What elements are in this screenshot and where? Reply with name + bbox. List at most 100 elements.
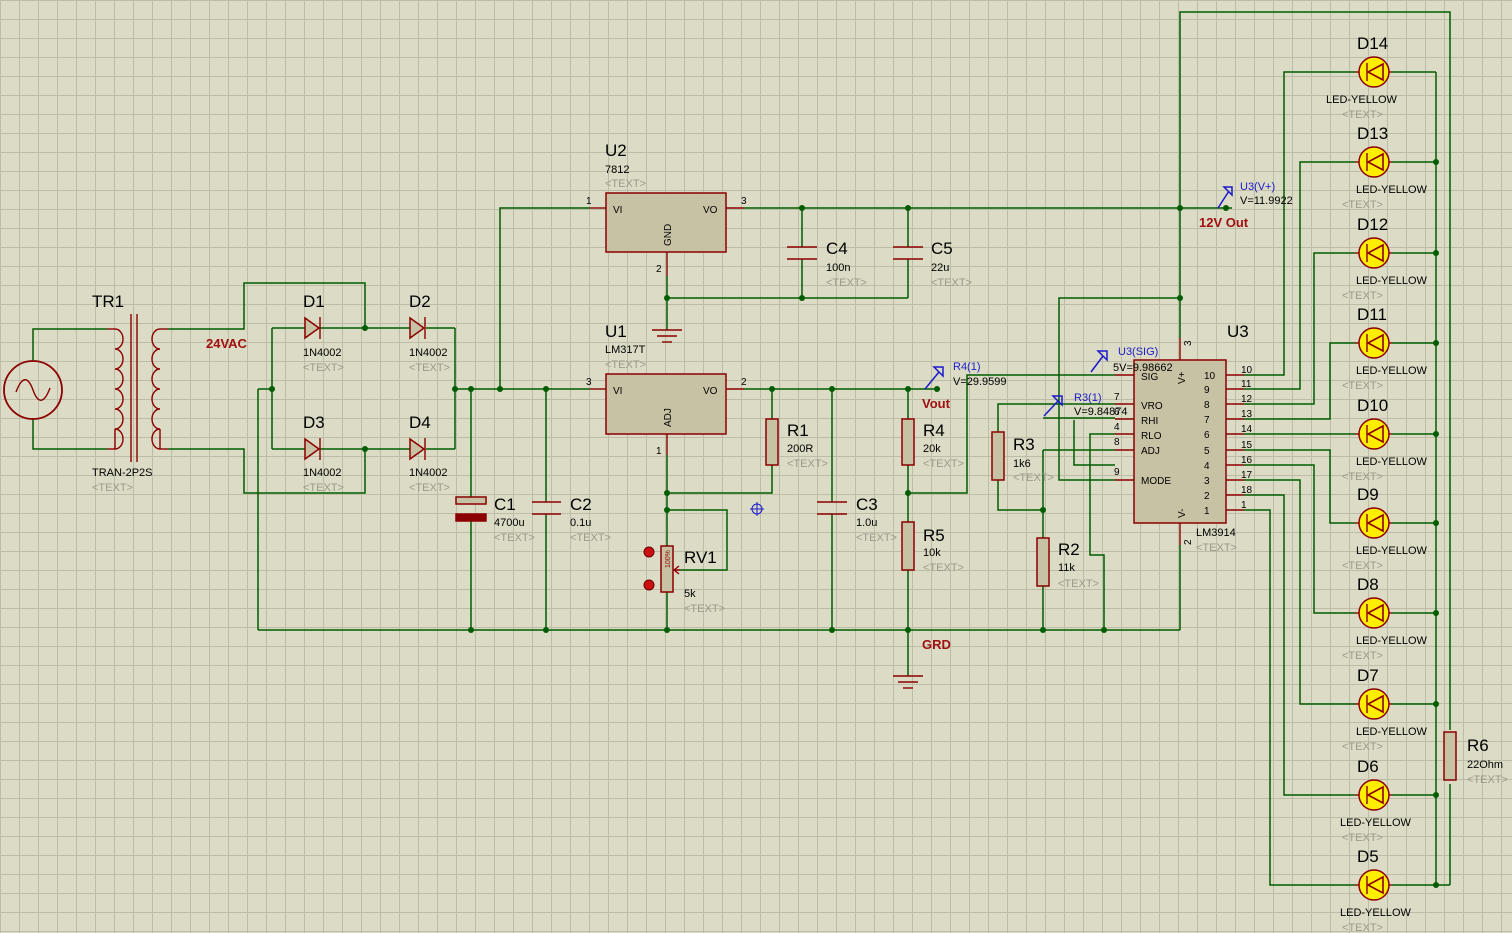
regulator-u1[interactable]: VI VO ADJ 3 2 1 U1 LM317T <TEXT> — [586, 322, 747, 457]
transformer-tr1[interactable]: TR1 TRAN-2P2S <TEXT> — [92, 292, 168, 494]
c3-ref: C3 — [856, 495, 878, 514]
led-value: LED-YELLOW — [1356, 726, 1428, 738]
u1-text: <TEXT> — [605, 359, 646, 371]
r5-value: 10k — [923, 547, 941, 559]
d2-value: 1N4002 — [409, 347, 448, 359]
led-ref: D7 — [1357, 666, 1379, 685]
u3-right-pin-num: 10 — [1204, 371, 1216, 382]
probe-r3[interactable]: R3(1) V=9.84874 — [1043, 392, 1128, 418]
led-ref: D6 — [1357, 757, 1379, 776]
capacitor-c5[interactable]: C5 22u <TEXT> — [893, 239, 972, 289]
ac-source[interactable] — [3, 360, 63, 420]
net-label-24vac: 24VAC — [206, 336, 248, 351]
resistor-r3[interactable]: R3 1k6 <TEXT> — [991, 431, 1054, 484]
resistor-r4[interactable]: R4 20k <TEXT> — [901, 418, 964, 470]
probe-r3-value: V=9.84874 — [1074, 406, 1128, 418]
u2-text: <TEXT> — [605, 178, 646, 190]
capacitor-c4[interactable]: C4 100n <TEXT> — [787, 239, 867, 289]
u3-pin-mode: MODE — [1141, 476, 1171, 487]
c2-text: <TEXT> — [570, 532, 611, 544]
rv1-decrement-button[interactable] — [643, 579, 655, 591]
net-label-grd: GRD — [922, 637, 951, 652]
tr1-ref: TR1 — [92, 292, 124, 311]
probe-r3-name: R3(1) — [1074, 392, 1102, 404]
potentiometer-rv1[interactable]: 100% RV1 5k <TEXT> — [643, 545, 725, 615]
diode-d3[interactable]: D3 1N4002 <TEXT> — [303, 413, 344, 494]
led-value: LED-YELLOW — [1326, 94, 1398, 106]
d4-ref: D4 — [409, 413, 431, 432]
u3-right-pin-num: 8 — [1204, 400, 1210, 411]
led-text: <TEXT> — [1342, 922, 1383, 933]
u1-pin-vo: VO — [703, 386, 718, 397]
diode-d1[interactable]: D1 1N4002 <TEXT> — [303, 292, 344, 374]
u2-pin-gnd: GND — [663, 224, 674, 246]
u3-right-pin-out: 12 — [1241, 394, 1253, 405]
diode-d2[interactable]: D2 1N4002 <TEXT> — [409, 292, 450, 374]
driver-u3[interactable]: SIG V+ V- VRO RHI RLO ADJ MODE 3 2 7 6 4… — [1114, 322, 1253, 554]
r4-value: 20k — [923, 443, 941, 455]
resistor-r5[interactable]: R5 10k <TEXT> — [901, 521, 964, 574]
u1-pin-vi: VI — [613, 386, 622, 397]
c4-value: 100n — [826, 262, 850, 274]
led-ref: D14 — [1357, 34, 1388, 53]
r3-ref: R3 — [1013, 435, 1035, 454]
led-value: LED-YELLOW — [1356, 545, 1428, 557]
probe-r4[interactable]: R4(1) V=29.9599 — [924, 361, 1007, 392]
c3-text: <TEXT> — [856, 532, 897, 544]
led-text: <TEXT> — [1342, 832, 1383, 844]
r3-text: <TEXT> — [1013, 472, 1054, 484]
c4-text: <TEXT> — [826, 277, 867, 289]
d1-ref: D1 — [303, 292, 325, 311]
u3-left-pin-8: 8 — [1114, 437, 1120, 448]
rv1-text: <TEXT> — [684, 603, 725, 615]
probe-u3-vplus[interactable]: U3(V+) V=11.9922 — [1217, 181, 1293, 211]
c3-value: 1.0u — [856, 517, 877, 529]
d3-ref: D3 — [303, 413, 325, 432]
u3-right-pin-out: 10 — [1241, 365, 1253, 376]
d4-text: <TEXT> — [409, 482, 450, 494]
regulator-u2[interactable]: VI VO GND 1 3 2 U2 7812 <TEXT> — [586, 141, 747, 276]
led-text: <TEXT> — [1342, 650, 1383, 662]
capacitor-c1[interactable]: C1 4700u <TEXT> — [455, 495, 535, 544]
diode-d4[interactable]: D4 1N4002 <TEXT> — [409, 413, 450, 494]
r4-ref: R4 — [923, 421, 945, 440]
probe-u3vp-value: V=11.9922 — [1240, 195, 1293, 207]
wires — [32, 11, 1451, 886]
capacitor-c2[interactable]: C2 0.1u <TEXT> — [532, 495, 611, 544]
u3-pin-vro: VRO — [1141, 401, 1163, 412]
resistor-r6[interactable]: R6 22Ohm <TEXT> — [1443, 731, 1508, 786]
r5-text: <TEXT> — [923, 562, 964, 574]
c1-ref: C1 — [494, 495, 516, 514]
u2-pin3: 3 — [741, 196, 747, 207]
d3-value: 1N4002 — [303, 467, 342, 479]
resistor-r2[interactable]: R2 11k <TEXT> — [1036, 537, 1099, 590]
rv1-ref: RV1 — [684, 548, 717, 567]
led-text: <TEXT> — [1342, 380, 1383, 392]
capacitor-c3[interactable]: C3 1.0u <TEXT> — [817, 495, 897, 544]
probe-u3-sig[interactable]: U3(SIG) 5V=9.98662 — [1090, 346, 1173, 374]
u3-right-pin-num: 7 — [1204, 415, 1210, 426]
d2-ref: D2 — [409, 292, 431, 311]
ground-symbol-u2 — [652, 329, 682, 343]
net-label-vout: Vout — [922, 396, 951, 411]
u1-pin2: 2 — [741, 377, 747, 388]
rv1-increment-button[interactable] — [643, 546, 655, 558]
u3-right-pin-out: 16 — [1241, 455, 1253, 466]
resistor-r1[interactable]: R1 200R <TEXT> — [765, 418, 828, 470]
c5-text: <TEXT> — [931, 277, 972, 289]
u3-right-pin-out: 17 — [1241, 470, 1253, 481]
u3-right-pin-num: 6 — [1204, 430, 1210, 441]
u3-right-pin-num: 1 — [1204, 506, 1210, 517]
